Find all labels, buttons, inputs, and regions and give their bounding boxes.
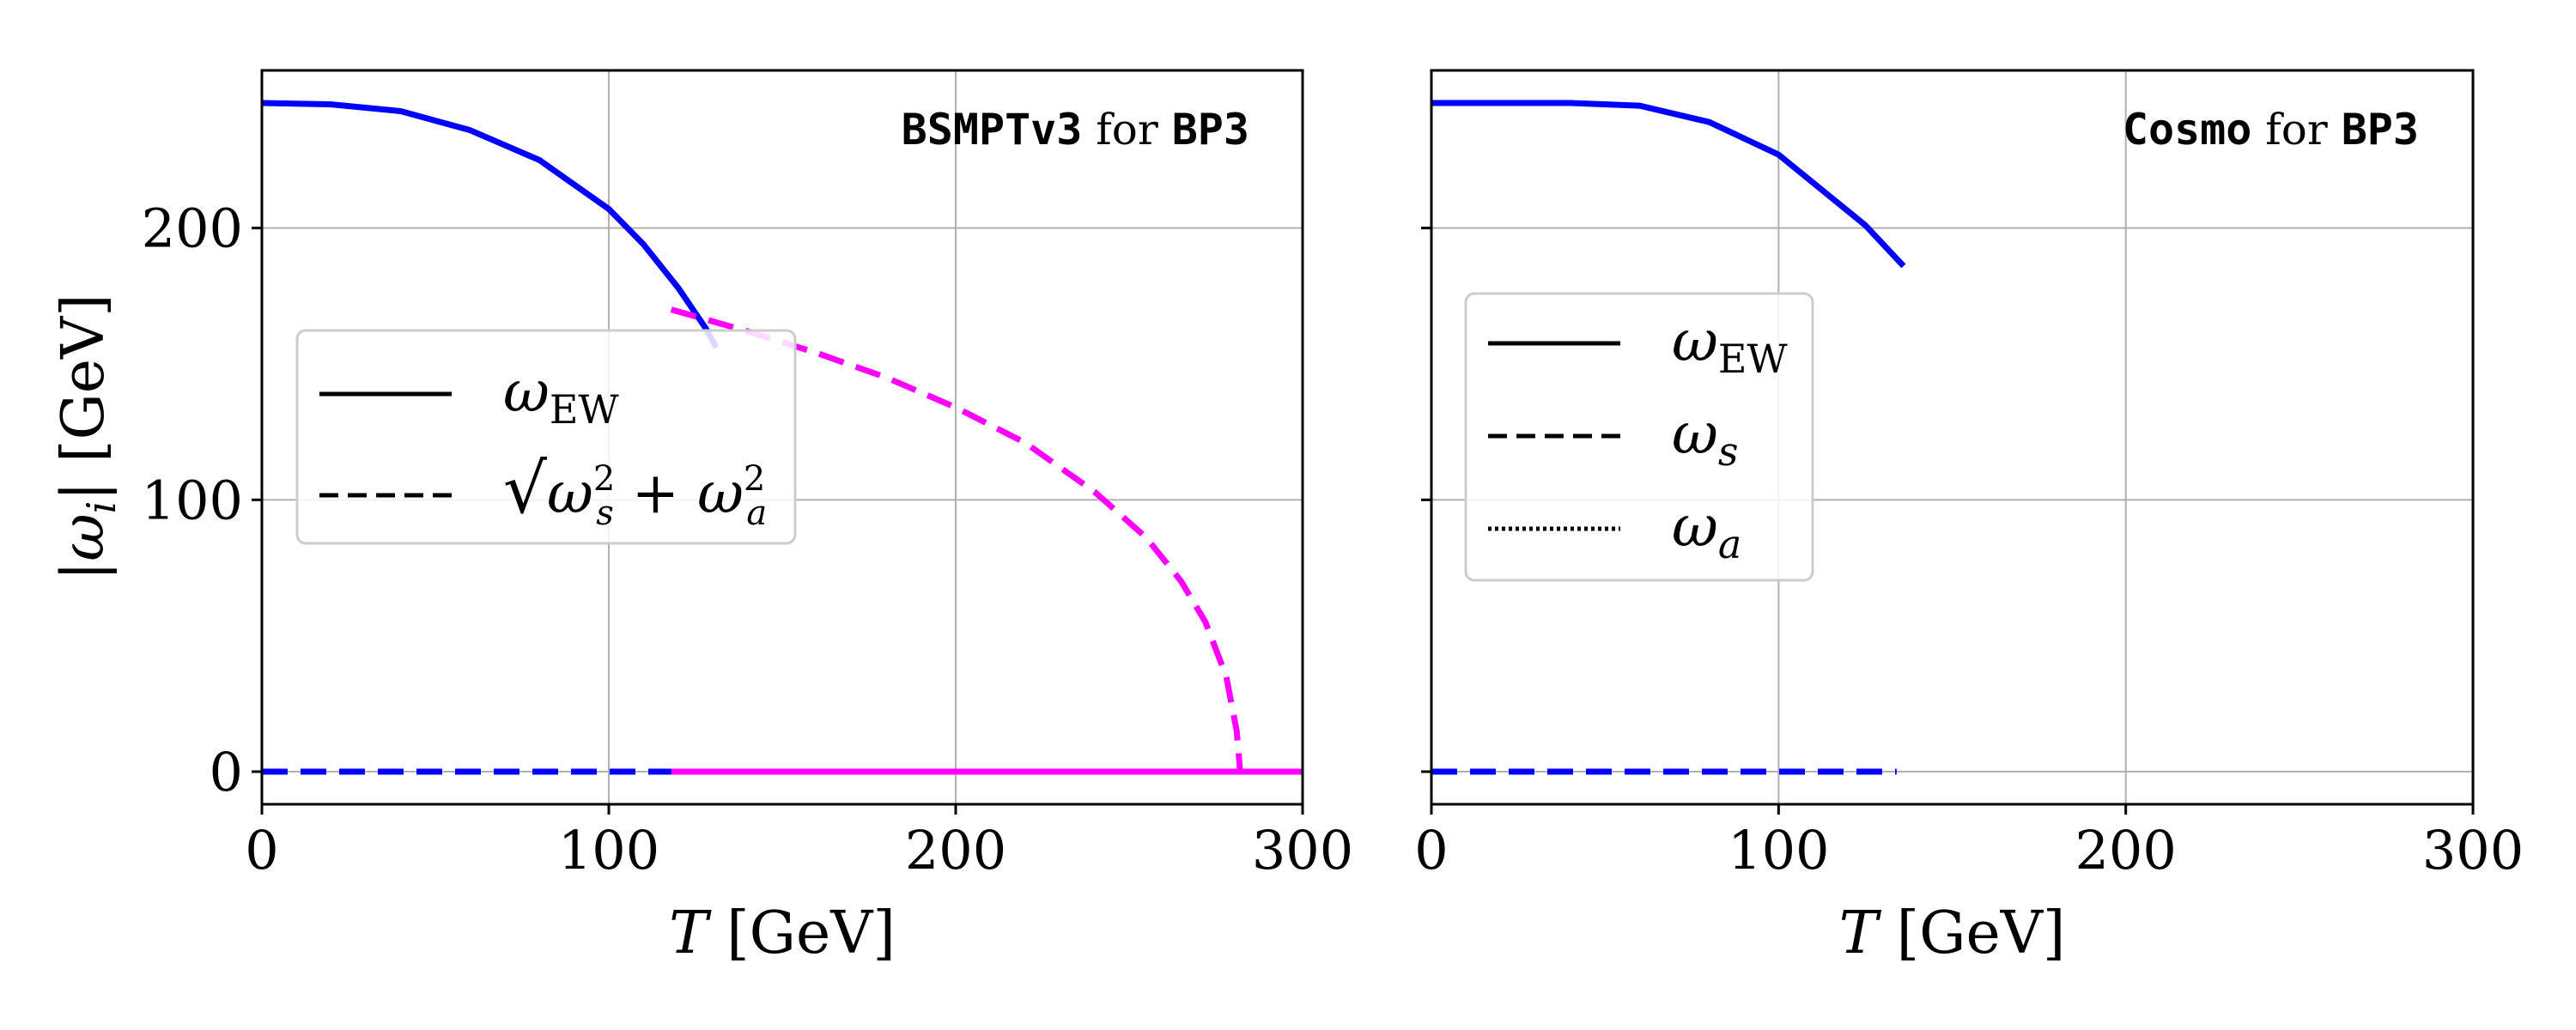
series-line-solid: [261, 100, 720, 349]
panel-cosmo: 0 100 200 300 T [GeV] Cosmo for BP3 ωEW ωs ωa: [1414, 69, 2524, 967]
legend-label: ωa: [1672, 494, 1741, 567]
panel-annotation: Cosmo for BP3: [2123, 105, 2419, 154]
y-tick-label: 0: [210, 741, 243, 803]
x-axis-label: T [GeV]: [669, 900, 896, 967]
x-tick-label: 300: [1252, 819, 1353, 882]
series-line-solid: [1431, 100, 1906, 269]
panel-annotation: BSMPTv3 for BP3: [902, 105, 1249, 154]
x-tick-label: 100: [1728, 819, 1829, 882]
legend-label: ωEW: [1672, 308, 1788, 382]
x-tick-label: 100: [558, 819, 659, 882]
legend-label: ωs: [1672, 401, 1738, 475]
y-tick-label: 100: [142, 469, 243, 531]
x-tick-label: 0: [1414, 819, 1448, 882]
legend-box: [295, 329, 797, 545]
plot-frame: [260, 69, 1304, 806]
legend-box: [1464, 292, 1814, 582]
x-axis-label: T [GeV]: [1839, 900, 2066, 967]
x-tick-label: 200: [905, 819, 1006, 882]
y-tick-label: 200: [142, 197, 243, 260]
series-line-dashed: [670, 306, 1243, 772]
plot-frame: [1430, 69, 2475, 806]
x-tick-label: 200: [2075, 819, 2176, 882]
x-tick-label: 0: [245, 819, 278, 882]
y-axis-label: |ωi| [GeV]: [50, 294, 125, 580]
x-tick-label: 300: [2422, 819, 2524, 882]
legend-label: ωEW: [503, 359, 619, 433]
